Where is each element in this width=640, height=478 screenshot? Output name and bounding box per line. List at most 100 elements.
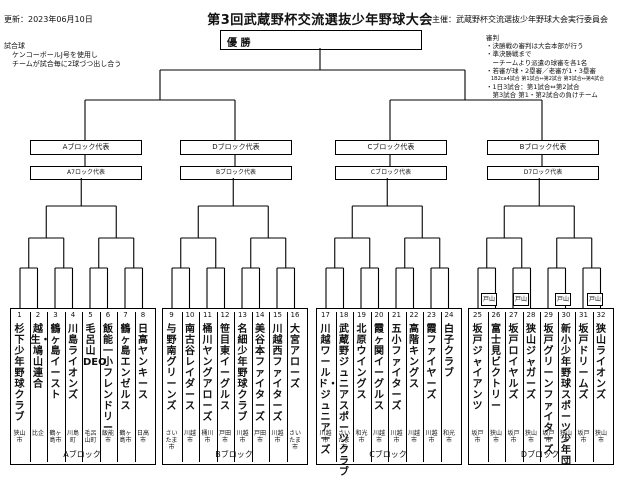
team-city: 川越市 bbox=[425, 430, 438, 444]
team-number: 14 bbox=[255, 311, 265, 319]
team-number: 20 bbox=[374, 311, 384, 319]
team-city: 川越市 bbox=[236, 430, 249, 444]
team-name: 狭山ジャガーズ bbox=[526, 324, 536, 401]
update-date: 更新：2023年06月10日 bbox=[4, 15, 93, 24]
team-city: 戸田市 bbox=[218, 430, 231, 444]
team-number: 10 bbox=[185, 311, 195, 319]
note-line: 試合球 bbox=[4, 42, 25, 50]
team-number: 3 bbox=[53, 311, 58, 319]
team-city: 狭山市 bbox=[489, 430, 502, 444]
team-city: 比企 bbox=[31, 430, 44, 437]
note-line: チームが試合毎に2球づつ出し合う bbox=[12, 60, 122, 68]
team-number: 5 bbox=[88, 311, 93, 319]
team-number: 27 bbox=[509, 311, 518, 319]
team-city: 川島町 bbox=[66, 430, 79, 444]
note-line: ・準決勝戦まで bbox=[486, 50, 532, 59]
team-city: 狭山市 bbox=[559, 430, 572, 444]
team-name: 霞ファイヤーズ bbox=[426, 324, 437, 401]
block-rep-a-small: A7ロック代表 bbox=[30, 166, 142, 180]
block-rep-a: Aブロック代表 bbox=[30, 140, 142, 155]
team-number: 26 bbox=[491, 311, 501, 319]
tournament-title: 第3回武蔵野杯交流選抜少年野球大会 bbox=[207, 13, 433, 28]
team-name: 白子クラブ bbox=[444, 324, 454, 379]
team-name: 狭山ライオンズ bbox=[596, 324, 606, 401]
team-name: 鶴ヶ島エンゼルス bbox=[120, 324, 131, 412]
team-number: 19 bbox=[357, 311, 366, 319]
team-entry: 13 名細少年野球クラブ川越市 bbox=[234, 311, 250, 462]
note-line: ケンコーボールJ号を使用し bbox=[12, 51, 98, 59]
team-city: 狭山市 bbox=[524, 430, 537, 444]
team-entry: 3 鶴ヶ島イースト鶴ヶ島市 bbox=[47, 311, 63, 462]
block-label-a: Aブロック bbox=[63, 450, 101, 459]
block-b-box bbox=[162, 308, 308, 465]
team-name: 笹目東イーグルス bbox=[220, 324, 230, 412]
block-rep-c: Cブロック代表 bbox=[335, 140, 447, 155]
team-name: 北原ウイングス bbox=[356, 324, 367, 401]
team-name: 与野南グリーンズ bbox=[166, 324, 177, 412]
team-number: 29 bbox=[544, 311, 553, 319]
team-number: 7 bbox=[123, 311, 128, 319]
team-name: 鶴ヶ島イースト bbox=[50, 324, 61, 401]
team-number: 4 bbox=[70, 311, 76, 319]
team-number: 17 bbox=[321, 311, 330, 319]
team-city: 鶴ヶ島市 bbox=[49, 430, 62, 444]
team-city: 坂戸市 bbox=[471, 430, 484, 444]
team-city: 毛呂山町 bbox=[84, 430, 97, 444]
team-name: 川越ワールド・ジュニアーズ bbox=[318, 324, 338, 456]
team-name: 南古谷レイダース bbox=[185, 324, 195, 412]
team-city: 川越市 bbox=[390, 430, 403, 444]
team-city: 飯能市 bbox=[101, 430, 114, 444]
block-rep-d: Dブロック代表 bbox=[180, 140, 292, 155]
ball-notes: 試合球 ケンコーボールJ号を使用し チームが試合毎に2球づつ出し合う bbox=[4, 42, 121, 69]
team-city: 和光市 bbox=[442, 430, 455, 444]
team-number: 22 bbox=[409, 311, 419, 319]
team-city: 坂戸市 bbox=[507, 430, 520, 444]
team-city: さいたま市 bbox=[337, 430, 350, 451]
team-name: 飯能一小フレンドリー bbox=[103, 324, 113, 434]
team-city: 和光市 bbox=[355, 430, 368, 444]
team-name: 杉下少年野球クラブ bbox=[14, 324, 25, 423]
team-entry: 5 毛呂山DEO 毛呂山町 bbox=[82, 311, 107, 462]
champion-box: 優 勝 bbox=[220, 30, 422, 50]
note-line: ・1日3試合：第1試合⇔第2試合 bbox=[486, 83, 580, 92]
team-entry: 19 北原ウイングス和光市 bbox=[353, 311, 369, 462]
umpire-notes: 審判 ・決勝戦の審判は大会本部が行う ・準決勝戦まで ーチームより派遣の球審を各… bbox=[486, 34, 604, 100]
team-entry: 6 飯能一小フレンドリー飯能市 bbox=[99, 311, 116, 462]
team-city: さいたま市 bbox=[165, 430, 178, 451]
team-number: 18 bbox=[339, 311, 349, 319]
team-name: 大宮アローズ bbox=[290, 324, 300, 390]
team-name: 毛呂山DEO bbox=[83, 324, 107, 368]
note-line: 1B2ca4試合 第1試合⇔第2試合 第3試合⇔第4試合 bbox=[486, 76, 605, 83]
team-number: 6 bbox=[105, 311, 111, 319]
team-name: 新小少年野球スポーツ少年団 bbox=[561, 324, 571, 467]
team-number: 11 bbox=[203, 311, 212, 319]
block-d-box bbox=[468, 308, 614, 465]
team-name: 名細少年野球クラブ bbox=[237, 324, 248, 423]
team-number: 13 bbox=[238, 311, 247, 319]
team-number: 2 bbox=[35, 311, 41, 319]
block-rep-b-small: Bブロック代表 bbox=[180, 166, 292, 180]
team-number: 16 bbox=[290, 311, 300, 319]
team-number: 12 bbox=[220, 311, 230, 319]
team-number: 32 bbox=[596, 311, 606, 319]
